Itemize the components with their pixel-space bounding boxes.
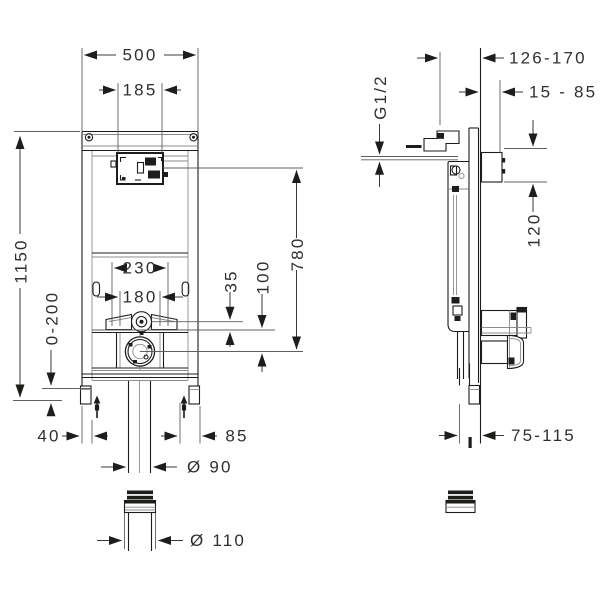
frame-feet [79, 385, 201, 418]
rail-slot-right [181, 281, 190, 297]
wall-bracket [423, 130, 460, 152]
box-right-tab [163, 172, 168, 177]
anchor-bolt-left [93, 395, 101, 404]
rail-slot-left [92, 281, 101, 297]
dim-overall-width-label: 500 [123, 46, 158, 65]
side-extension-lines [361, 52, 547, 444]
dim-outlet-depth-label: 75-115 [511, 426, 576, 445]
control-box [110, 152, 168, 185]
water-inlet [105, 311, 178, 335]
drain-outlet [124, 334, 156, 371]
anchor-bolt-side [468, 437, 472, 448]
dim-outlet-pipe-label: Ø 90 [187, 458, 233, 477]
anchor-bolt-right [180, 395, 188, 404]
dim-height-label: 1150 [12, 238, 31, 283]
dim-outer-fixing-label: 230 [123, 259, 158, 278]
front-view: 500 185 1150 0-200 40 85 Ø 90 Ø 110 230 … [12, 46, 308, 551]
dim-tank-width-label: 185 [123, 81, 158, 100]
wc-connections [480, 306, 532, 370]
dim-inner-fixing-label: 180 [123, 288, 158, 307]
dim-sleeve-label: Ø 110 [190, 531, 246, 550]
dim-right-offset-label: 85 [225, 427, 248, 446]
flush-plate-block [480, 151, 506, 183]
dim-depth-range-label: 126-170 [509, 49, 587, 68]
side-frame-structure [406, 48, 482, 444]
dim-leg-adjustment-label: 0-200 [43, 291, 62, 345]
front-dimension-lines [15, 50, 301, 545]
side-dimension-lines [375, 53, 538, 440]
side-view: 126-170 15 - 85 G1/2 120 75-115 [361, 48, 597, 514]
front-dimension-labels: 500 185 1150 0-200 40 85 Ø 90 Ø 110 230 … [12, 46, 308, 551]
cistern-tank [447, 160, 469, 333]
dim-plate-height-label: 780 [288, 237, 307, 272]
dim-inlet-to-outlet-label: 100 [254, 260, 273, 295]
front-extension-lines [13, 48, 303, 549]
box-left-tab [110, 160, 117, 168]
soil-outlet-bend [480, 340, 509, 365]
side-foot [458, 363, 481, 448]
dim-left-offset-label: 40 [37, 427, 60, 446]
sleeve-piece-side [445, 490, 476, 514]
dim-inlet-gap-label: 35 [222, 269, 241, 292]
side-dimension-labels: 126-170 15 - 85 G1/2 120 75-115 [371, 49, 597, 446]
dim-thread-label: G1/2 [371, 74, 390, 120]
drain-pipe [127, 381, 152, 473]
sleeve-piece-front [123, 490, 157, 551]
dim-opening-height-label: 120 [525, 213, 544, 248]
dim-finish-depth-label: 15 - 85 [529, 83, 597, 102]
